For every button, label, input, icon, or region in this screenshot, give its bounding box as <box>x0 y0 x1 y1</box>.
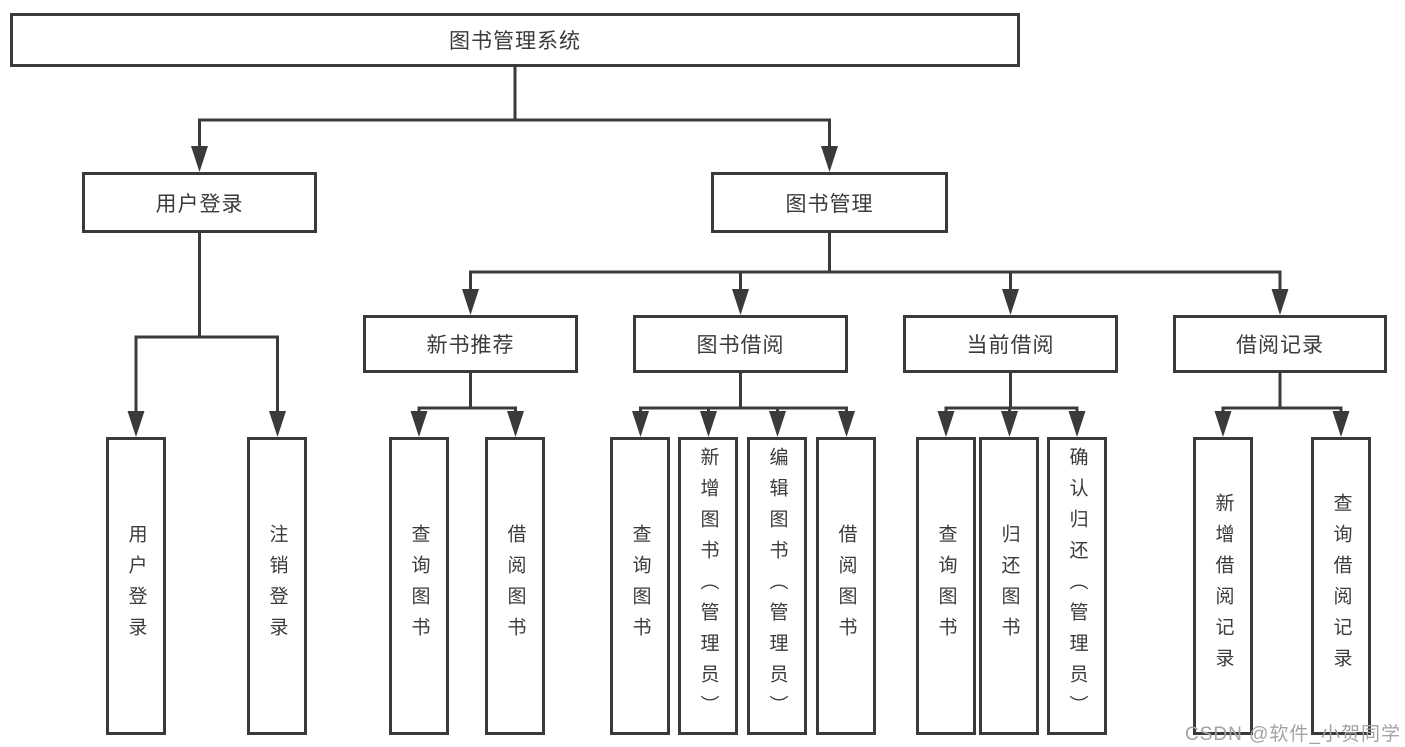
leaf-borrow-query-books: 查询图书 <box>610 437 670 735</box>
leaf-label: 归还图书 <box>998 524 1020 648</box>
arrowhead-icon <box>769 411 786 437</box>
leaf-label: 借阅图书 <box>504 524 526 648</box>
arrowhead-icon <box>1332 411 1350 437</box>
leaf-label: 查询图书 <box>935 524 957 648</box>
leaf-user-login: 用户登录 <box>106 437 166 735</box>
leaf-label: 确认归还（管理员） <box>1066 446 1088 726</box>
leaf-label: 查询借阅记录 <box>1330 493 1352 679</box>
leaf-borrow-edit-books-admin: 编辑图书（管理员） <box>747 437 807 735</box>
leaf-recommend-query-books: 查询图书 <box>389 437 449 735</box>
arrowhead-icon <box>632 411 649 437</box>
arrowhead-icon <box>462 289 479 315</box>
leaf-current-confirm-return-admin: 确认归还（管理员） <box>1047 437 1107 735</box>
leaf-label: 用户登录 <box>125 524 147 648</box>
arrowhead-icon <box>1271 289 1289 315</box>
leaf-label: 新增图书（管理员） <box>697 446 719 726</box>
arrowhead-icon <box>410 411 428 437</box>
arrowhead-icon <box>1002 289 1019 315</box>
leaf-current-return-books: 归还图书 <box>979 437 1039 735</box>
arrowhead-icon <box>937 411 955 437</box>
node-new-book-recommend: 新书推荐 <box>363 315 578 373</box>
arrowhead-icon <box>191 146 208 172</box>
node-borrow-records-label: 借阅记录 <box>1236 334 1324 357</box>
leaf-label: 编辑图书（管理员） <box>766 446 788 726</box>
arrowhead-icon <box>700 411 717 437</box>
arrowhead-icon <box>1068 411 1086 437</box>
arrowhead-icon <box>507 411 524 437</box>
leaf-label: 新增借阅记录 <box>1212 493 1234 679</box>
node-root: 图书管理系统 <box>10 13 1020 67</box>
arrowhead-icon <box>821 146 838 172</box>
node-current-borrow: 当前借阅 <box>903 315 1118 373</box>
arrowhead-icon <box>1214 411 1232 437</box>
node-book-management: 图书管理 <box>711 172 948 233</box>
arrowheads <box>127 146 1350 437</box>
node-root-label: 图书管理系统 <box>449 30 581 53</box>
leaf-label: 查询图书 <box>408 524 430 648</box>
leaf-recommend-borrow-books: 借阅图书 <box>485 437 545 735</box>
leaf-records-query: 查询借阅记录 <box>1311 437 1371 735</box>
arrowhead-icon <box>838 411 855 437</box>
leaf-current-query-books: 查询图书 <box>916 437 976 735</box>
leaf-label: 注销登录 <box>266 524 288 648</box>
arrowhead-icon <box>1001 411 1018 437</box>
leaf-borrow-borrow-books: 借阅图书 <box>816 437 876 735</box>
arrowhead-icon <box>732 289 749 315</box>
node-user-login: 用户登录 <box>82 172 317 233</box>
arrowhead-icon <box>269 411 286 437</box>
node-book-borrow-label: 图书借阅 <box>696 334 785 357</box>
node-book-management-label: 图书管理 <box>785 192 874 216</box>
node-current-borrow-label: 当前借阅 <box>966 334 1055 357</box>
watermark: CSDN @软件_小贺同学 <box>1185 724 1401 745</box>
node-borrow-records: 借阅记录 <box>1173 315 1387 373</box>
node-book-borrow: 图书借阅 <box>633 315 848 373</box>
leaf-logout: 注销登录 <box>247 437 307 735</box>
arrowhead-icon <box>127 411 145 437</box>
node-user-login-label: 用户登录 <box>155 192 244 216</box>
leaf-records-add: 新增借阅记录 <box>1193 437 1253 735</box>
node-new-book-recommend-label: 新书推荐 <box>426 334 515 357</box>
leaf-borrow-add-books-admin: 新增图书（管理员） <box>678 437 738 735</box>
leaf-label: 借阅图书 <box>835 524 857 648</box>
leaf-label: 查询图书 <box>629 524 651 648</box>
